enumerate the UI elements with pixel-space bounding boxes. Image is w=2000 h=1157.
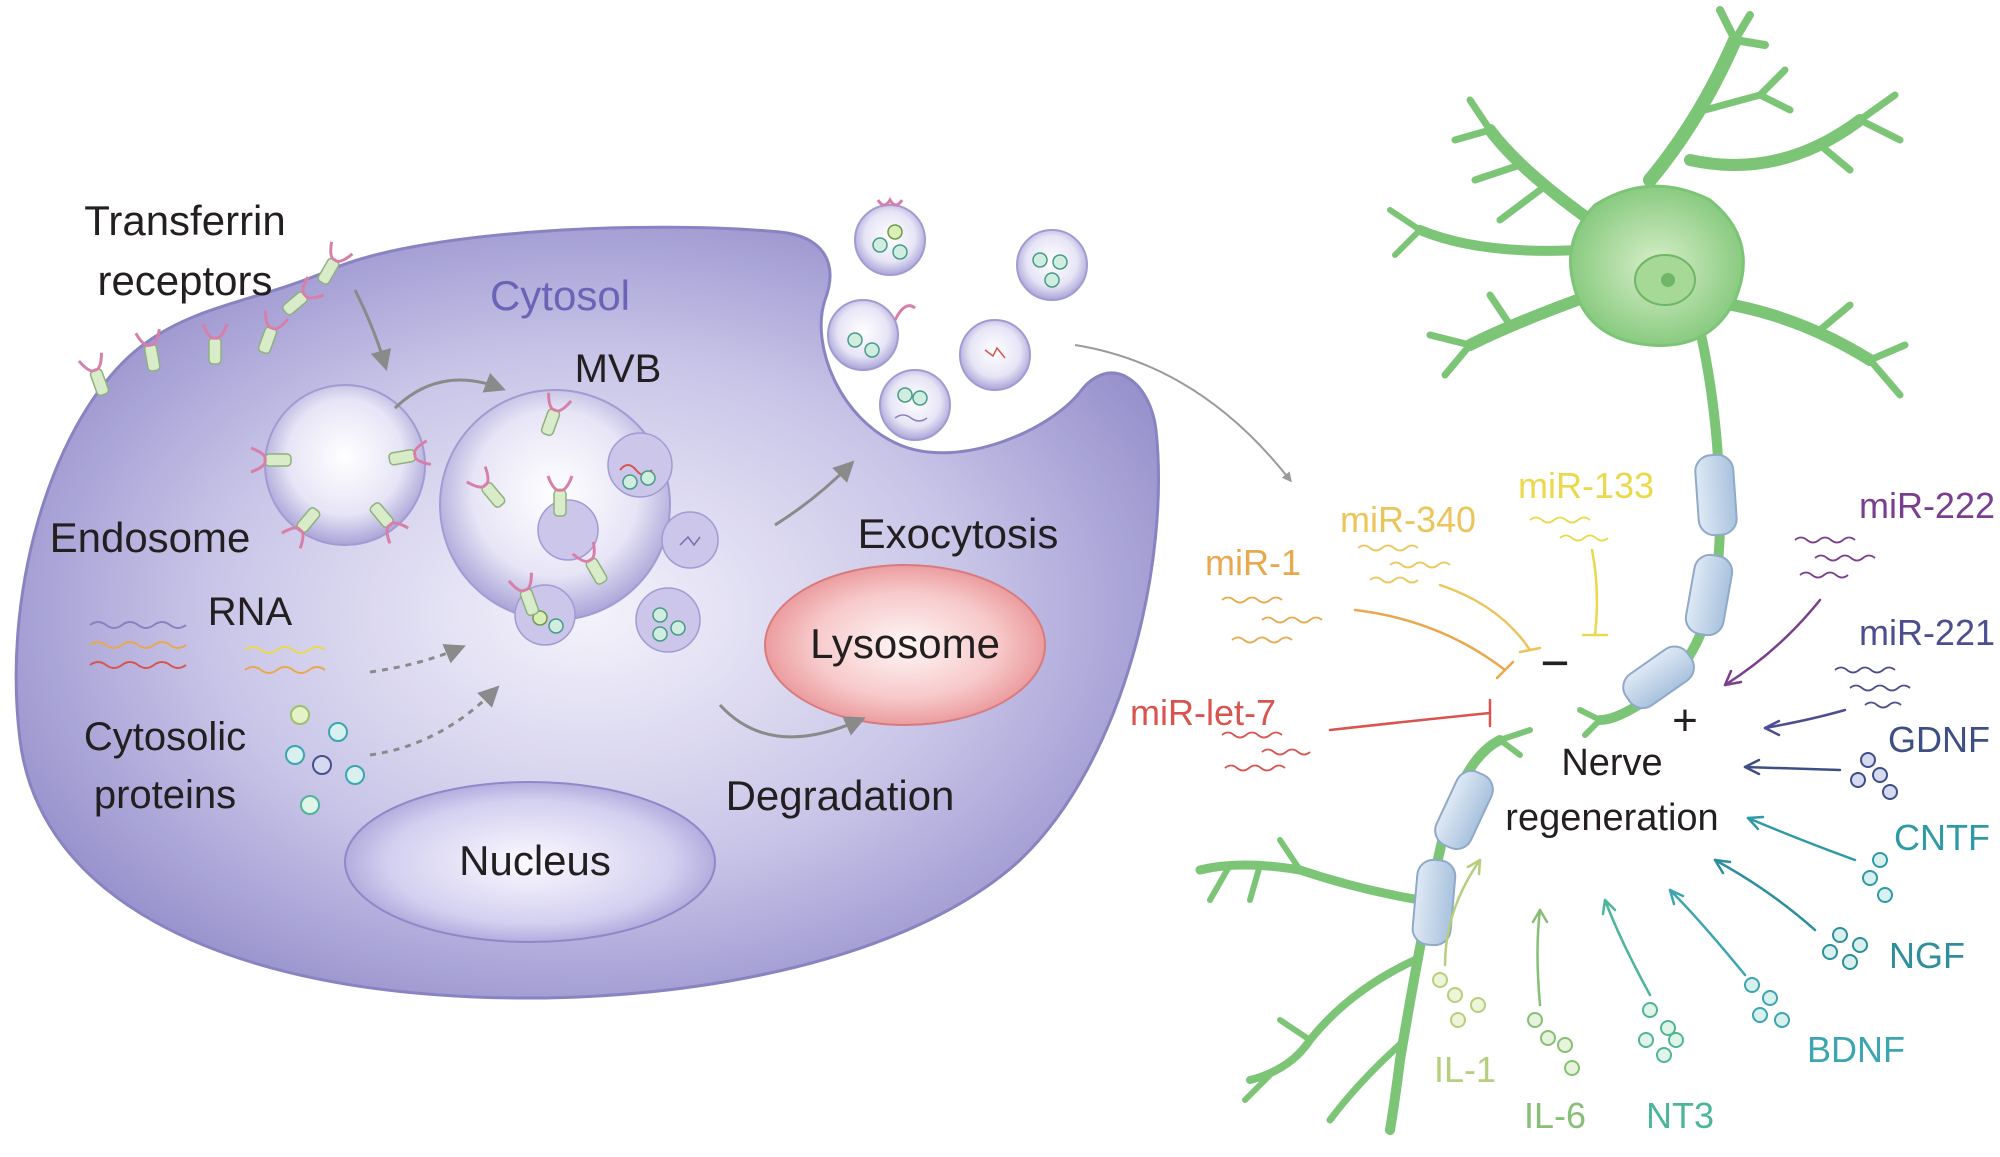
- cytosolic-proteins-label-line2: proteins: [94, 773, 236, 817]
- bdnf-label: BDNF: [1807, 1029, 1905, 1070]
- process-arrows: [353, 289, 1292, 757]
- receptor-icon: [369, 502, 409, 544]
- mir-221-label: miR-221: [1859, 612, 1995, 653]
- receptor-icon: [466, 466, 506, 508]
- cytosolic-proteins-label-line1: Cytosolic: [84, 715, 246, 759]
- myelin-sheaths: [1411, 453, 1738, 947]
- mir-133-label: miR-133: [1518, 465, 1654, 506]
- nerve-regeneration-label-line2: regeneration: [1505, 797, 1718, 839]
- il-6-label: IL-6: [1524, 1095, 1586, 1136]
- factor-dots: [1432, 752, 1898, 1076]
- mvb-label: MVB: [575, 347, 662, 391]
- mir-1-label: miR-1: [1205, 542, 1301, 583]
- receptor-icon: [250, 446, 292, 474]
- neuron: [1195, 6, 1909, 1135]
- rna-label: RNA: [208, 590, 293, 634]
- lysosome: [764, 564, 1046, 726]
- nt3-label: NT3: [1646, 1095, 1714, 1136]
- nucleus-label: Nucleus: [459, 837, 611, 884]
- cytosol-label: Cytosol: [490, 272, 630, 319]
- mvb: [439, 389, 719, 653]
- transferrin-receptors: [77, 241, 354, 397]
- cytosolic-protein-dots: [285, 705, 365, 815]
- nucleus: [344, 781, 716, 943]
- exocytosis-label: Exocytosis: [858, 510, 1059, 557]
- receptor-icon: [201, 323, 229, 365]
- cntf-label: CNTF: [1894, 817, 1990, 858]
- receptor-icon: [571, 541, 608, 585]
- receptor-icon: [507, 572, 540, 617]
- degradation-label: Degradation: [726, 772, 955, 819]
- transferrin-receptors-label-line1: Transferrin: [84, 197, 286, 244]
- receptor-icon: [134, 328, 161, 372]
- receptor-icon: [540, 392, 573, 437]
- receptor-icon: [388, 439, 432, 466]
- il-1-label: IL-1: [1434, 1049, 1496, 1090]
- ngf-label: NGF: [1889, 935, 1965, 976]
- receptor-icon: [317, 241, 354, 285]
- receptor-icon: [257, 310, 290, 355]
- receptor-icon: [546, 475, 574, 517]
- mir-let-7-label: miR-let-7: [1130, 692, 1276, 733]
- released-exosomes: [827, 197, 1088, 441]
- mir-340-label: miR-340: [1340, 499, 1476, 540]
- text-labels: Transferrin receptors Cytosol MVB Endoso…: [50, 197, 1995, 1136]
- inhibition-minus-sign: −: [1540, 635, 1569, 691]
- receptor-icon: [282, 276, 324, 316]
- endosome: [250, 384, 432, 549]
- lysosome-label: Lysosome: [810, 620, 1000, 667]
- endosome-label: Endosome: [50, 514, 251, 561]
- regulatory-arrows: [1328, 548, 1857, 1007]
- receptor-icon: [281, 507, 321, 549]
- receptor-icon: [77, 352, 110, 397]
- gdnf-label: GDNF: [1888, 719, 1990, 760]
- transferrin-receptors-label-line2: receptors: [97, 257, 272, 304]
- nerve-regeneration-label-line1: Nerve: [1561, 742, 1662, 784]
- mir-222-label: miR-222: [1859, 485, 1995, 526]
- rna-strands: [89, 621, 326, 674]
- promotion-plus-sign: +: [1672, 696, 1698, 745]
- mirna-squiggles: [1221, 516, 1911, 772]
